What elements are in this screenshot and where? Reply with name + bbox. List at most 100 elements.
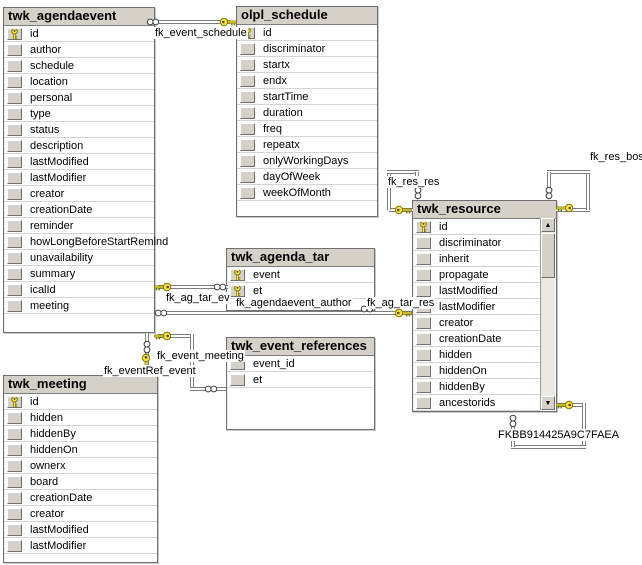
table-row[interactable]: hiddenBy [4, 426, 157, 442]
relationship-line-fk_res_res[interactable] [387, 170, 419, 174]
table-title[interactable]: twk_event_references [227, 338, 374, 356]
table-row[interactable]: creationDate [4, 490, 157, 506]
table-row[interactable]: description [4, 138, 154, 154]
table-row[interactable]: hiddenBy [413, 379, 540, 395]
table-row[interactable]: status [4, 122, 154, 138]
table-row[interactable]: ancestorids [413, 395, 540, 411]
table-row[interactable]: event_id [227, 356, 374, 372]
table-title[interactable]: twk_agenda_tar [227, 249, 374, 267]
table-row[interactable]: unavailability [4, 250, 154, 266]
relationship-line-fk_event_meeting[interactable] [190, 334, 194, 391]
field-name: hiddenBy [30, 427, 76, 440]
relationship-line-fk_event_schedule[interactable] [150, 20, 230, 24]
table-row[interactable]: discriminator [237, 41, 377, 57]
table-title[interactable]: twk_resource [413, 201, 556, 219]
table-row[interactable]: freq [237, 121, 377, 137]
row-selector-button [416, 252, 431, 265]
scroll-down-icon[interactable]: ▼ [541, 396, 555, 410]
row-selector-button [7, 283, 22, 296]
table-row[interactable]: startTime [237, 89, 377, 105]
table-row[interactable]: board [4, 474, 157, 490]
table-row[interactable]: lastModified [4, 154, 154, 170]
table-row[interactable]: id [4, 394, 157, 410]
relationship-line-fk_res_boss[interactable] [547, 172, 551, 188]
row-selector-button [7, 43, 22, 56]
table-row[interactable]: hiddenOn [413, 363, 540, 379]
table-row[interactable]: lastModified [4, 522, 157, 538]
table-row[interactable]: creator [413, 315, 540, 331]
key-icon [556, 203, 574, 213]
field-name: id [263, 26, 272, 39]
table-row[interactable]: inherit [413, 251, 540, 267]
table-row[interactable]: dayOfWeek [237, 169, 377, 185]
table-title[interactable]: twk_agendaevent [4, 8, 154, 26]
table-row[interactable]: creator [4, 506, 157, 522]
table-row[interactable]: hidden [413, 347, 540, 363]
infinity-icon [414, 186, 422, 200]
field-name: et [253, 284, 263, 297]
table-row[interactable]: hidden [4, 410, 157, 426]
table-scrollbar[interactable]: ▲▼ [540, 218, 555, 410]
relationship-line-fk_res_boss[interactable] [547, 170, 590, 174]
field-name: id [30, 395, 39, 408]
table-row[interactable]: repeatx [237, 137, 377, 153]
table-row[interactable]: lastModifier [4, 538, 157, 554]
relationship-label: fk_event_meeting [156, 350, 245, 362]
field-name: unavailability [30, 251, 93, 264]
row-selector-button [7, 91, 22, 104]
table-row[interactable]: event [227, 267, 374, 283]
table-row[interactable]: propagate [413, 267, 540, 283]
table-row[interactable]: schedule [4, 58, 154, 74]
table-row[interactable]: summary [4, 266, 154, 282]
row-selector-button [416, 332, 431, 345]
table-row[interactable]: creator [4, 186, 154, 202]
table-row[interactable]: onlyWorkingDays [237, 153, 377, 169]
table-row[interactable]: reminder [4, 218, 154, 234]
table-row[interactable]: duration [237, 105, 377, 121]
row-selector-button [240, 106, 255, 119]
scrollbar-thumb[interactable] [541, 233, 555, 278]
row-selector-button [7, 459, 22, 472]
table-title[interactable]: olpl_schedule [237, 7, 377, 25]
table-row[interactable]: id [4, 26, 154, 42]
relationship-line-FKBB914425A9C7FAEA[interactable] [511, 445, 586, 449]
table-row[interactable]: meeting [4, 298, 154, 314]
table-row[interactable]: startx [237, 57, 377, 73]
field-name: hiddenBy [439, 380, 485, 393]
field-name: event [253, 268, 280, 281]
scroll-up-icon[interactable]: ▲ [541, 218, 555, 232]
table-row[interactable]: lastModified [413, 283, 540, 299]
relationship-line-FKBB914425A9C7FAEA[interactable] [582, 403, 586, 449]
table-row[interactable]: howLongBeforeStartRemind [4, 234, 168, 250]
relationship-line-fk_res_boss[interactable] [586, 170, 590, 210]
table-row[interactable]: location [4, 74, 154, 90]
field-name: summary [30, 267, 76, 280]
infinity-icon [213, 283, 227, 291]
relationship-line-fk_ag_tar_ev[interactable] [158, 285, 228, 289]
table-row[interactable]: author [4, 42, 154, 58]
table-row[interactable]: creationDate [4, 202, 154, 218]
relationship-line-fk_event_meeting[interactable] [158, 334, 194, 338]
table-row[interactable]: et [227, 372, 374, 388]
table-row[interactable]: endx [237, 73, 377, 89]
table-row[interactable]: id [237, 25, 377, 41]
table-row[interactable]: creationDate [413, 331, 540, 347]
table-row[interactable]: personal [4, 90, 154, 106]
table-row[interactable]: weekOfMonth [237, 185, 377, 201]
table-row[interactable]: hiddenOn [4, 442, 157, 458]
table-row[interactable]: discriminator [413, 235, 540, 251]
relationship-line-fk_agendaevent_author[interactable] [158, 311, 412, 315]
table-row[interactable]: icalId [4, 282, 154, 298]
table-row[interactable]: id [413, 219, 540, 235]
table-title[interactable]: twk_meeting [4, 376, 157, 394]
table-row[interactable]: lastModifier [4, 170, 154, 186]
relationship-line-fk_res_res[interactable] [387, 170, 391, 210]
table-row[interactable]: type [4, 106, 154, 122]
table-row[interactable]: ownerx [4, 458, 157, 474]
row-selector-button [7, 267, 22, 280]
